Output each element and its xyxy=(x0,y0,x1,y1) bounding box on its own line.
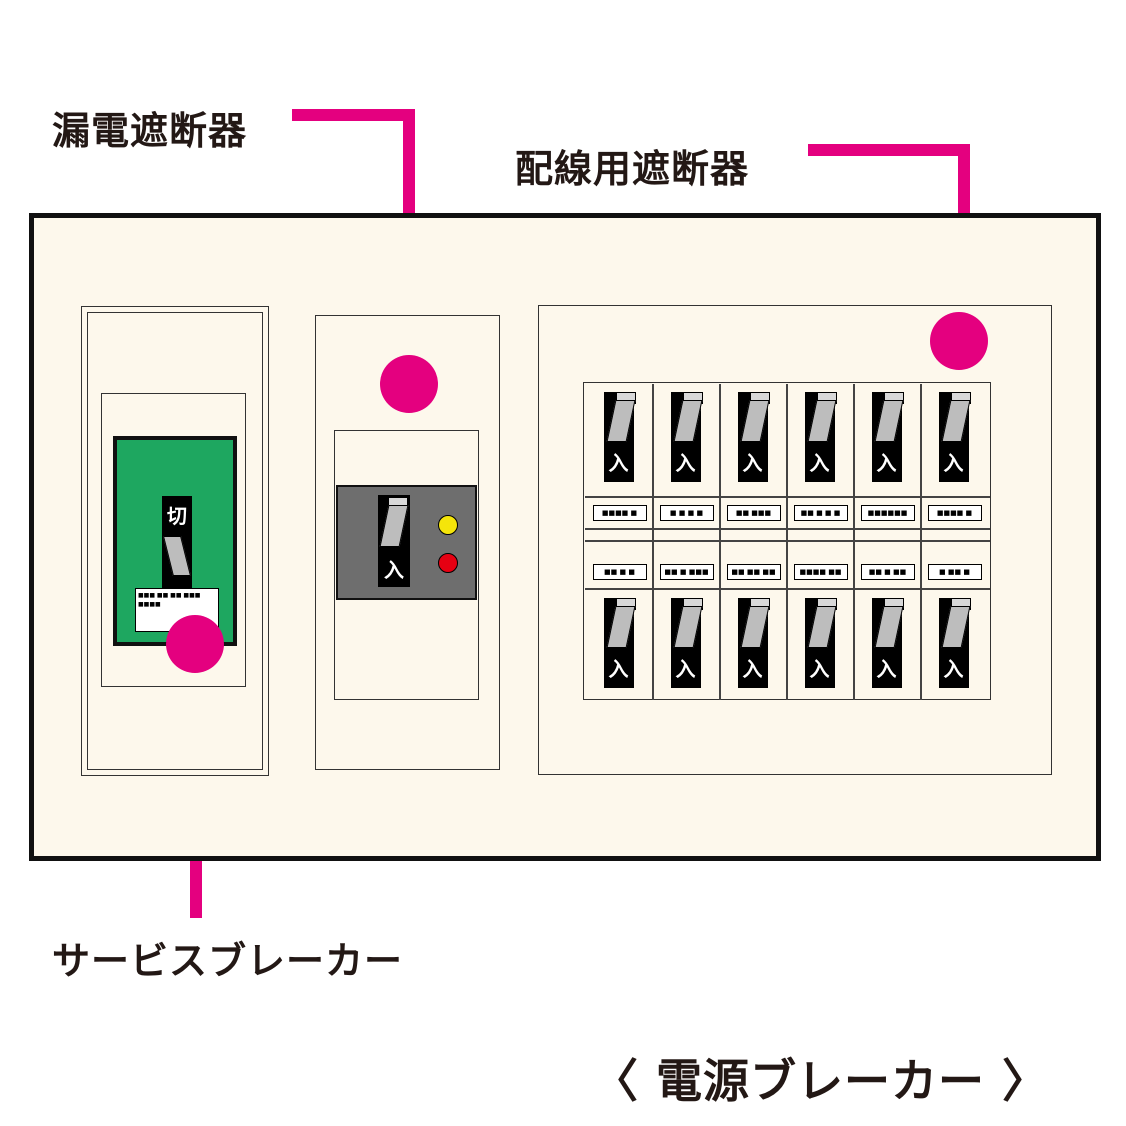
label-service-breaker: サービスブレーカー xyxy=(52,939,404,983)
breaker-switch-bottom-6[interactable]: 入 xyxy=(938,598,971,688)
label-wiring-breaker: 配線用遮断器 xyxy=(515,147,750,191)
breaker-switch-top-6[interactable]: 入 xyxy=(938,392,971,482)
callout-dot-service xyxy=(166,615,224,673)
breaker-switch-top-4[interactable]: 入 xyxy=(804,392,837,482)
switch-on-label: 入 xyxy=(809,451,830,475)
indicator-yellow xyxy=(438,515,458,535)
leakage-breaker-body: 入 xyxy=(336,485,477,600)
breaker-lever xyxy=(941,400,970,442)
breaker-lever xyxy=(874,606,903,648)
switch-on-label: 入 xyxy=(943,451,964,475)
column-divider xyxy=(920,384,922,700)
breaker-switch-bottom-5[interactable]: 入 xyxy=(871,598,904,688)
leakage-breaker-switch[interactable]: 入 xyxy=(378,495,410,587)
breaker-lever xyxy=(740,400,769,442)
row-divider xyxy=(585,528,990,530)
switch-on-label: 入 xyxy=(742,657,763,681)
breaker-lever xyxy=(740,606,769,648)
service-breaker-switch[interactable]: 切 xyxy=(162,496,192,588)
breaker-switch-bottom-3[interactable]: 入 xyxy=(737,598,770,688)
column-divider xyxy=(652,384,654,700)
breaker-switch-top-3[interactable]: 入 xyxy=(737,392,770,482)
service-breaker-body: 切 ■■■ ■■ ■■ ■■■ ■■■■ xyxy=(113,436,237,646)
circuit-name-card-bottom-3: ■■ ■■ ■■ xyxy=(726,564,781,580)
breaker-switch-bottom-4[interactable]: 入 xyxy=(804,598,837,688)
callout-dot-wiring xyxy=(930,312,988,370)
breaker-lever xyxy=(807,606,836,648)
switch-on-label: 入 xyxy=(384,558,404,582)
callout-dot-leakage xyxy=(380,355,438,413)
circuit-name-card-bottom-1: ■■ ■ ■ xyxy=(592,564,647,580)
breaker-switch-bottom-2[interactable]: 入 xyxy=(670,598,703,688)
row-divider xyxy=(585,540,990,542)
column-divider xyxy=(786,384,788,700)
breaker-lever xyxy=(807,400,836,442)
row-divider xyxy=(585,496,990,498)
circuit-name-card-bottom-4: ■■■■ ■■ xyxy=(793,564,848,580)
circuit-name-card-bottom-6: ■ ■■ ■ xyxy=(927,564,982,580)
row-divider xyxy=(585,588,990,590)
breaker-lever xyxy=(673,400,702,442)
breaker-switch-top-5[interactable]: 入 xyxy=(871,392,904,482)
leakage-breaker-lever xyxy=(379,505,409,547)
switch-on-label: 入 xyxy=(742,451,763,475)
switch-on-label: 入 xyxy=(876,657,897,681)
breaker-switch-bottom-1[interactable]: 入 xyxy=(603,598,636,688)
breaker-lever xyxy=(874,400,903,442)
switch-on-label: 入 xyxy=(608,657,629,681)
circuit-name-card-bottom-2: ■■ ■ ■■■ xyxy=(659,564,714,580)
switch-on-label: 入 xyxy=(876,451,897,475)
switch-on-label: 入 xyxy=(809,657,830,681)
breaker-switch-top-2[interactable]: 入 xyxy=(670,392,703,482)
circuit-name-card-top-3: ■■ ■■■ xyxy=(726,505,781,521)
switch-on-label: 入 xyxy=(675,451,696,475)
circuit-name-card-top-5: ■■■■■■ xyxy=(860,505,915,521)
circuit-name-card-top-2: ■ ■ ■ ■ xyxy=(659,505,714,521)
service-breaker-lever xyxy=(163,536,191,576)
breaker-lever xyxy=(941,606,970,648)
breaker-lever xyxy=(606,400,635,442)
circuit-name-card-bottom-5: ■■ ■ ■■ xyxy=(860,564,915,580)
label-leakage-breaker: 漏電遮断器 xyxy=(52,109,248,153)
circuit-name-card-top-1: ■■■■ ■ xyxy=(592,505,647,521)
switch-on-label: 入 xyxy=(608,451,629,475)
circuit-name-card-top-4: ■■ ■ ■ ■ xyxy=(793,505,848,521)
switch-off-label: 切 xyxy=(167,504,187,528)
breaker-lever xyxy=(606,606,635,648)
breaker-lever xyxy=(673,606,702,648)
caption: 〈 電源ブレーカー 〉 xyxy=(592,1054,1050,1108)
circuit-name-card-top-6: ■■■■ ■ xyxy=(927,505,982,521)
column-divider xyxy=(853,384,855,700)
switch-on-label: 入 xyxy=(943,657,964,681)
indicator-red xyxy=(438,553,458,573)
breaker-switch-top-1[interactable]: 入 xyxy=(603,392,636,482)
column-divider xyxy=(719,384,721,700)
switch-on-label: 入 xyxy=(675,657,696,681)
